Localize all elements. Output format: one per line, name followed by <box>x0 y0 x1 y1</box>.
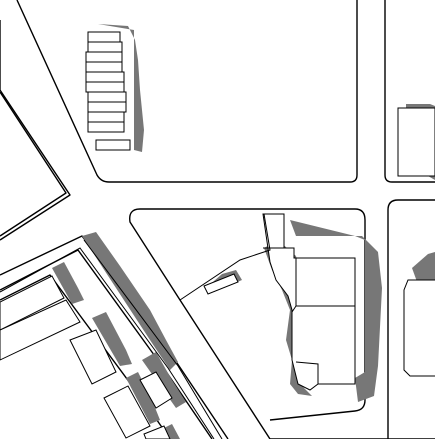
building-stack-top <box>85 31 131 151</box>
shadow-lower-left-2 <box>92 312 132 366</box>
road-diagonal-lower-2 <box>83 239 223 439</box>
road-diagonal-lower <box>0 247 215 439</box>
shadow-top-stack <box>98 24 144 152</box>
shadow-lower-left-6 <box>52 262 84 304</box>
building-center-inner-2 <box>291 305 297 313</box>
roads <box>0 239 223 439</box>
building-center-inner-3 <box>295 361 319 384</box>
shadow-lower-left-3 <box>126 372 160 424</box>
block-left-edge <box>0 91 67 237</box>
building-right <box>403 279 435 377</box>
buildings <box>0 31 435 439</box>
building-top-right <box>397 107 435 177</box>
lot-center <box>179 213 271 301</box>
block-top-center <box>16 0 358 183</box>
building-center-complex <box>262 213 356 391</box>
shadow-lower-left-4 <box>142 352 186 408</box>
buildings-lower-left <box>0 275 173 439</box>
building-center-small <box>203 273 239 295</box>
shadow-center-building <box>290 220 382 402</box>
